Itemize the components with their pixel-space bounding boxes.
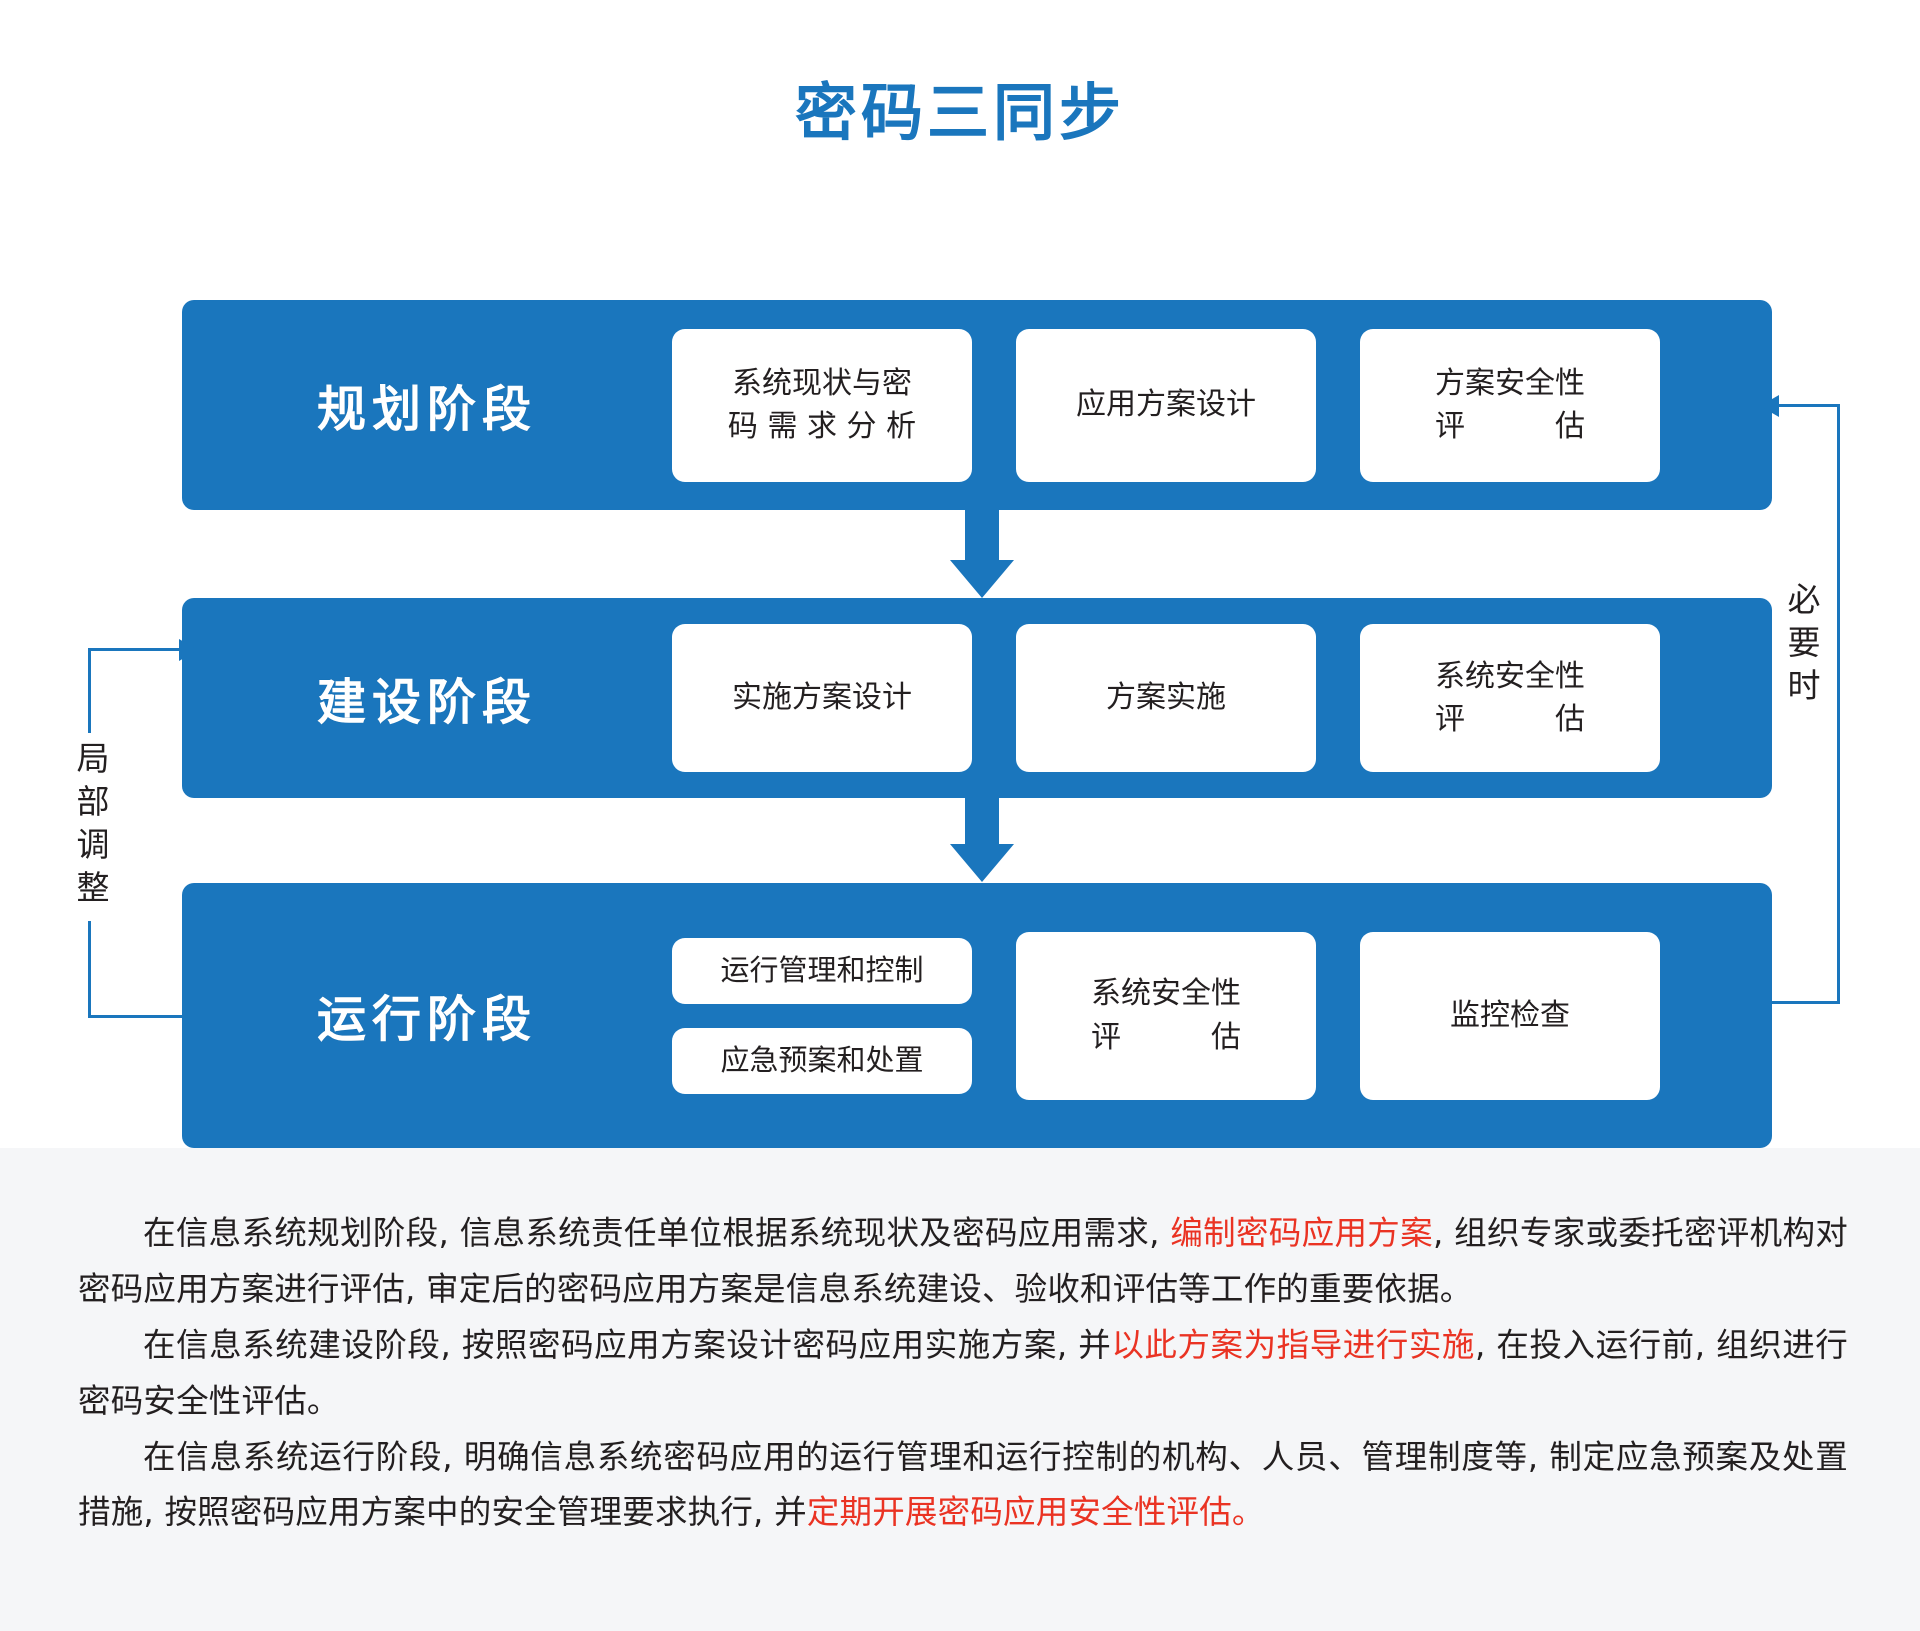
card-system-security-assessment-build[interactable]: 系统安全性 评 估 [1360,624,1660,772]
loop-label-local-adjustment: 局部调整 [66,733,114,921]
card-line-1: 应急预案和处置 [720,1043,924,1078]
card-line-1: 实施方案设计 [732,680,912,716]
card-line-1: 运行管理和控制 [720,953,924,988]
body-text: , 在投入运行前, 组织进行密码安全性评估。 [78,1325,1849,1420]
diagram-area: 密码三同步 规划阶段 系统现状与密 码 需 求 分 析 应用方案设计 方案安全性… [66,76,1840,1148]
body-text: 在信息系统建设阶段, 按照密码应用方案设计密码应用实施方案, 并 [143,1325,1112,1364]
card-implementation-plan-design[interactable]: 实施方案设计 [672,624,972,772]
card-line-2: 码 需 求 分 析 [727,409,917,444]
card-stack-operation: 运行管理和控制 应急预案和处置 [672,937,972,1094]
loop-bottom-connector [1772,1001,1840,1004]
arrow-construction-to-operation [950,798,1014,882]
card-system-security-assessment-run[interactable]: 系统安全性 评 估 [1016,931,1316,1100]
card-line-2: 评 估 [1091,1019,1241,1055]
paragraph-construction: 在信息系统建设阶段, 按照密码应用方案设计密码应用实施方案, 并以此方案为指导进… [78,1318,1848,1430]
loop-top-connector [88,639,198,661]
phase-cards-planning: 系统现状与密 码 需 求 分 析 应用方案设计 方案安全性 评 估 [672,328,1772,482]
highlighted-text: 定期开展密码应用安全性评估。 [806,1493,1265,1532]
card-line-1: 系统现状与密 [732,365,912,401]
card-plan-security-assessment[interactable]: 方案安全性 评 估 [1360,328,1660,482]
phase-row-operation: 运行阶段 运行管理和控制 应急预案和处置 系统安全性 评 估 监控检查 [182,883,1772,1148]
card-plan-implementation[interactable]: 方案实施 [1016,624,1316,772]
arrow-planning-to-construction [950,510,1014,598]
card-line-1: 系统安全性 [1435,658,1585,694]
paragraph-planning: 在信息系统规划阶段, 信息系统责任单位根据系统现状及密码应用需求, 编制密码应用… [78,1206,1848,1318]
body-text: 在信息系统运行阶段, 明确信息系统密码应用的运行管理和运行控制的机构、人员、管理… [78,1437,1848,1532]
arrow-head-icon [179,639,198,661]
page-title: 密码三同步 [794,76,1125,149]
body-text: , 组织专家或委托密评机构对密码应用方案进行评估, 审定后的密码应用方案是信息系… [78,1214,1848,1308]
card-application-plan-design[interactable]: 应用方案设计 [1016,328,1316,482]
loop-bottom-connector [88,1015,184,1018]
card-line-1: 系统安全性 [1091,976,1241,1011]
card-line-1: 方案安全性 [1435,365,1585,401]
card-line-2: 评 估 [1435,702,1585,737]
card-system-status-analysis[interactable]: 系统现状与密 码 需 求 分 析 [672,328,972,482]
paragraph-operation: 在信息系统运行阶段, 明确信息系统密码应用的运行管理和运行控制的机构、人员、管理… [78,1430,1848,1542]
highlighted-text: 以此方案为指导进行实施 [1111,1325,1475,1364]
loop-label-when-necessary: 必要时 [1777,574,1825,719]
card-line-1: 应用方案设计 [1076,387,1256,423]
phase-label-operation: 运行阶段 [316,991,537,1048]
loop-top-connector [1760,395,1840,417]
feedback-loop-right: 必要时 [1760,395,1840,1004]
phase-cards-construction: 实施方案设计 方案实施 系统安全性 评 估 [672,624,1772,772]
phase-label-construction: 建设阶段 [316,673,537,731]
arrow-head-icon [950,560,1014,598]
card-line-1: 监控检查 [1450,997,1570,1033]
description-text-block: 在信息系统规划阶段, 信息系统责任单位根据系统现状及密码应用需求, 编制密码应用… [0,1148,1920,1631]
phase-row-construction: 建设阶段 实施方案设计 方案实施 系统安全性 评 估 [182,598,1772,798]
phase-label-planning: 规划阶段 [316,380,537,438]
card-monitoring-inspection[interactable]: 监控检查 [1360,931,1660,1100]
feedback-loop-left: 局部调整 [66,639,198,1018]
phase-cards-operation: 运行管理和控制 应急预案和处置 系统安全性 评 估 监控检查 [672,931,1772,1100]
card-operation-management-control[interactable]: 运行管理和控制 [672,937,972,1004]
loop-vertical-line [1837,404,1840,1004]
phase-row-planning: 规划阶段 系统现状与密 码 需 求 分 析 应用方案设计 方案安全性 评 估 [182,300,1772,510]
card-line-1: 方案实施 [1106,680,1226,716]
body-text: 在信息系统规划阶段, 信息系统责任单位根据系统现状及密码应用需求, [143,1214,1171,1252]
arrow-head-icon [950,844,1014,882]
card-emergency-plan-handling[interactable]: 应急预案和处置 [672,1027,972,1094]
highlighted-text: 编制密码应用方案 [1170,1214,1433,1252]
arrow-head-icon [1760,395,1779,417]
card-line-2: 评 估 [1435,409,1585,444]
